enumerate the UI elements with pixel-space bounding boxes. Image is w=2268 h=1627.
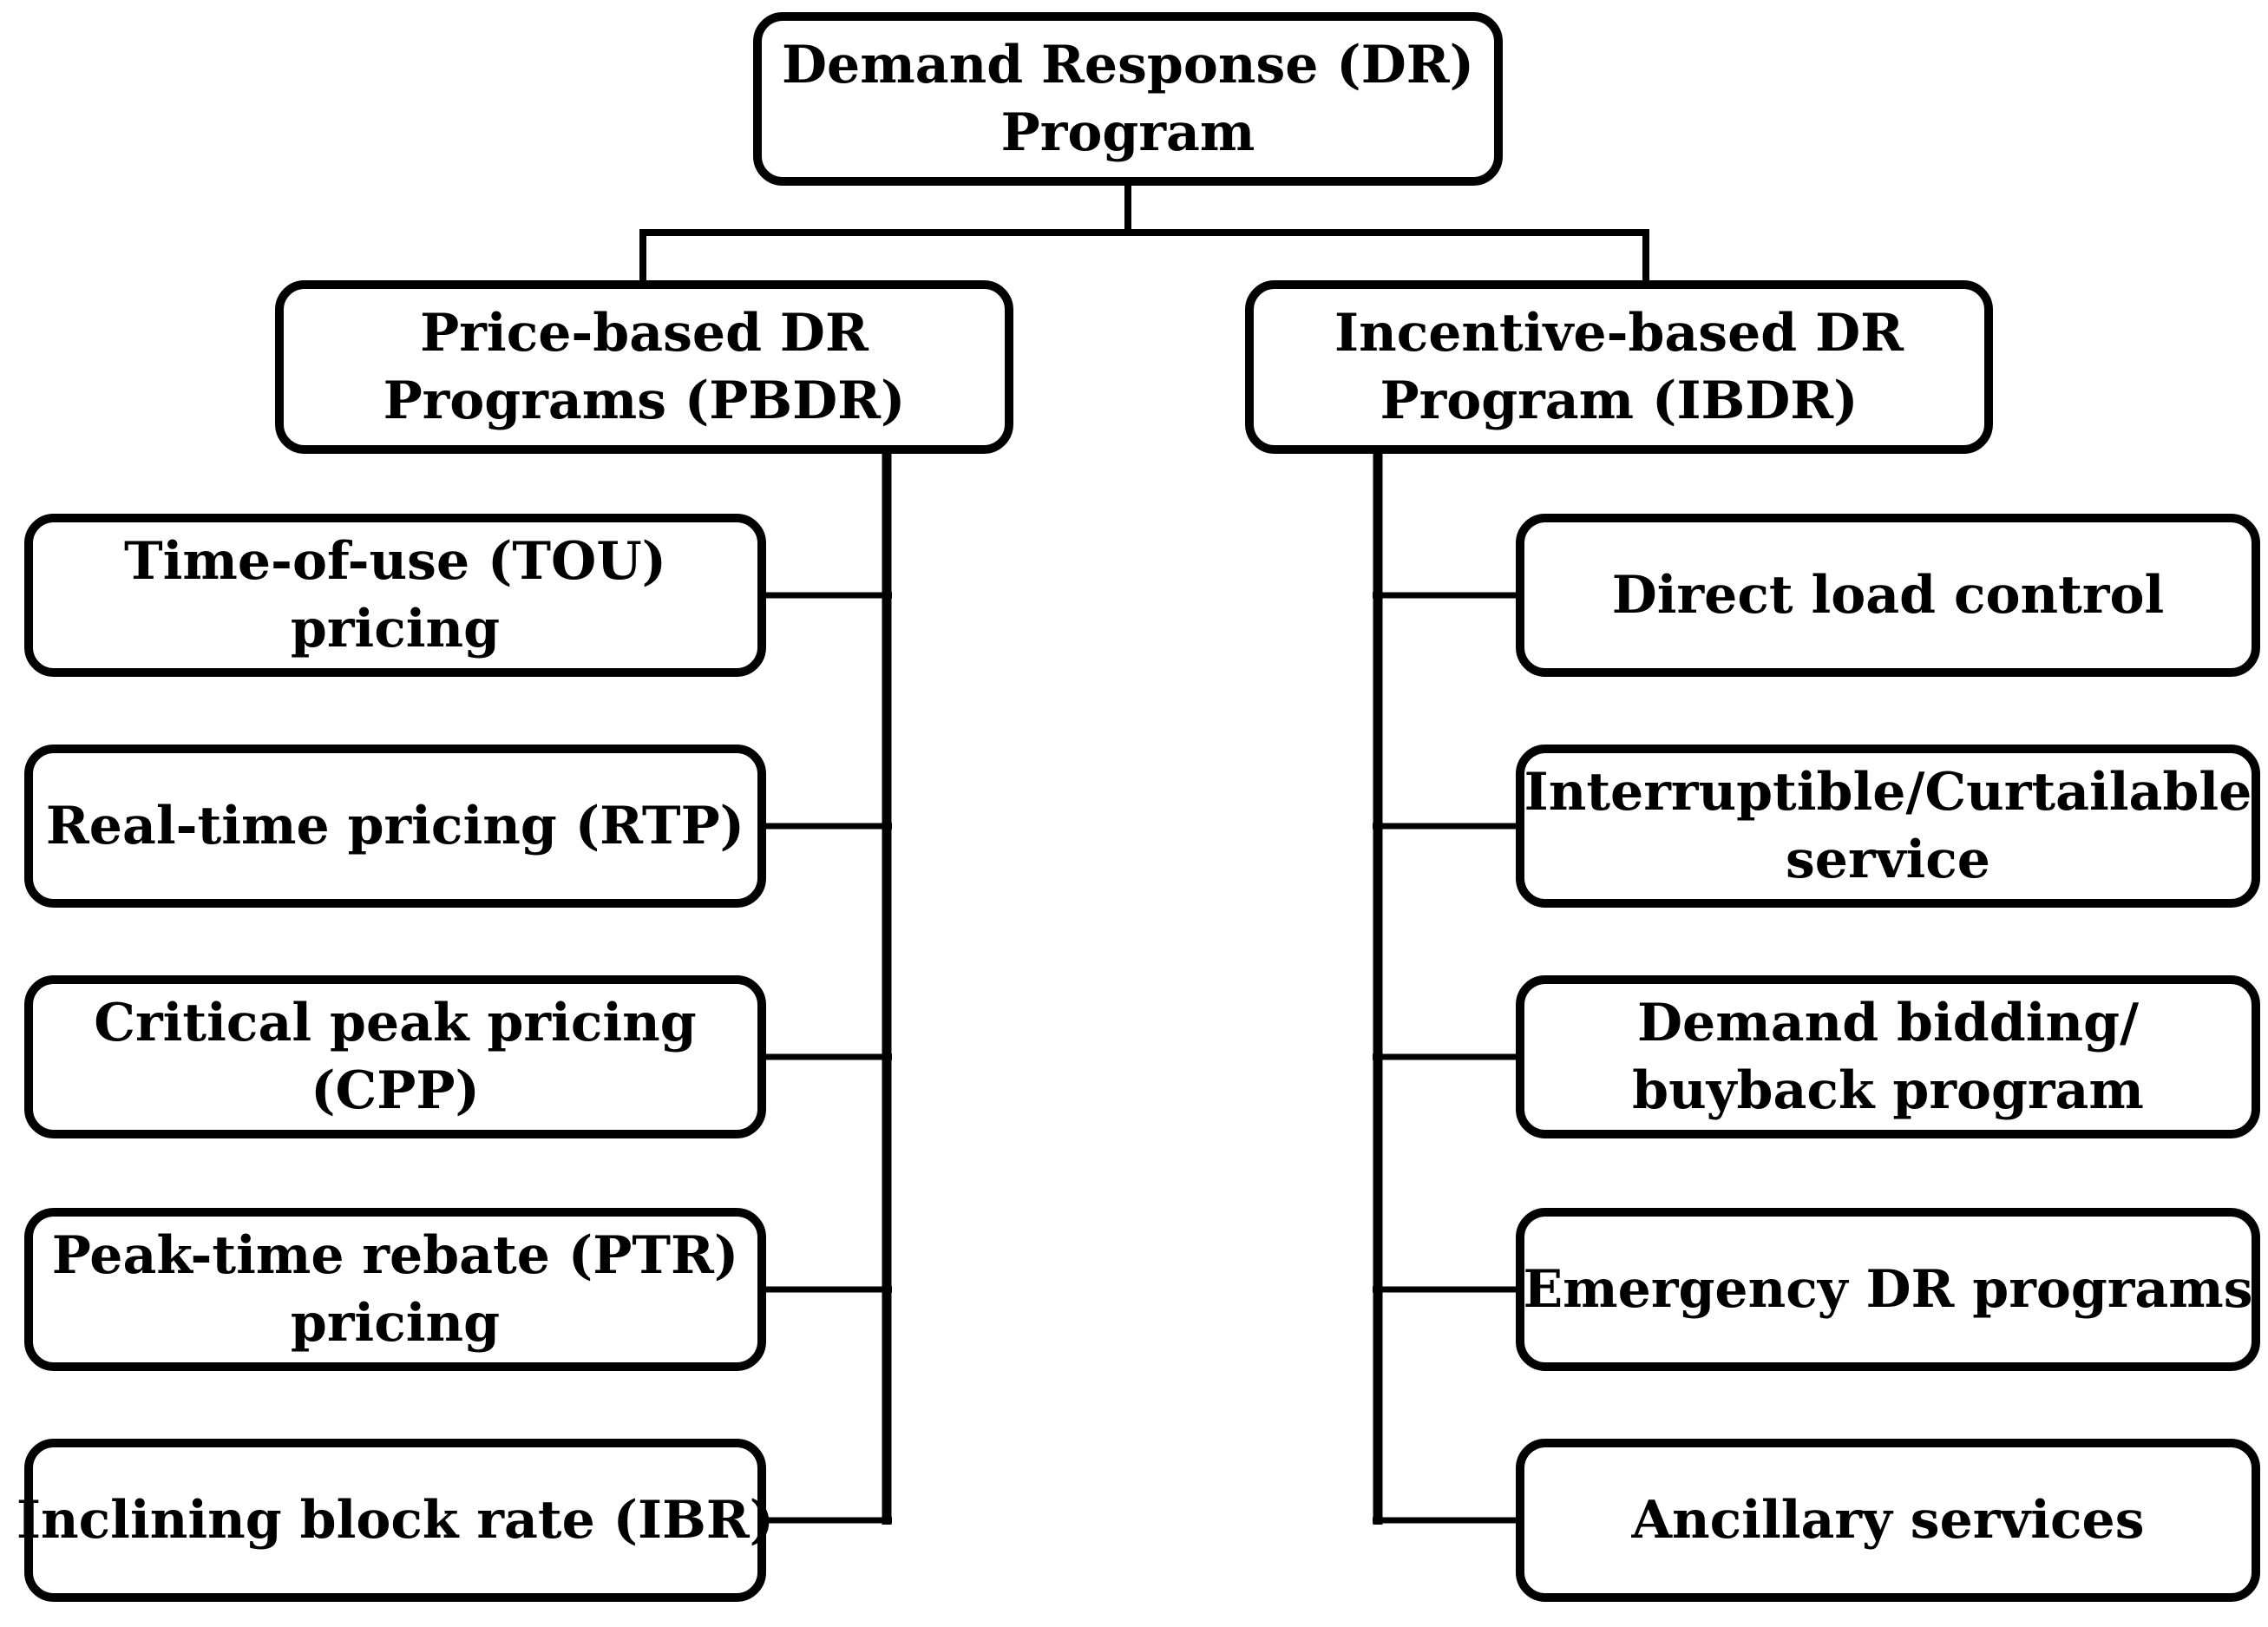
node-direct-load-control: Direct load control [1516,514,2260,677]
node-label-line: Interruptible/Curtailable [1524,762,2252,823]
node-demand-bidding-buyback-program: Demand bidding/ buyback program [1516,975,2260,1138]
node-time-of-use-pricing: Time-of-use (TOU) pricing [24,514,766,677]
node-inclining-block-rate: Inclining block rate (IBR) [16,1439,774,1602]
node-label-line: Emergency DR programs [1523,1259,2253,1320]
node-label-line: Peak-time rebate (PTR) [51,1225,739,1286]
node-label-line: Time-of-use (TOU) [123,531,667,592]
node-label-line: Price-based DR [420,303,869,364]
node-label-line: Critical peak pricing [94,993,697,1053]
node-price-based-dr-programs: Price-based DR Programs (PBDR) [275,280,1013,454]
node-label-line: Real-time pricing (RTP) [45,796,745,856]
node-label-line: buyback program [1632,1060,2144,1121]
node-label-line: pricing [290,1293,501,1354]
node-label-line: Ancillary services [1631,1490,2145,1551]
node-label-line: (CPP) [311,1060,480,1121]
node-interruptible-curtailable-service: Interruptible/Curtailable service [1516,745,2260,908]
node-label-line: Program [1000,102,1255,163]
node-label-line: Demand Response (DR) [782,35,1474,95]
node-label-line: service [1786,830,1990,890]
node-label-line: Demand bidding/ [1637,993,2139,1053]
node-label-line: Direct load control [1611,565,2165,626]
node-ancillary-services: Ancillary services [1516,1439,2260,1602]
node-emergency-dr-programs: Emergency DR programs [1516,1208,2260,1371]
node-label-line: pricing [290,599,501,659]
node-label-line: Program (IBDR) [1380,371,1858,431]
node-label-line: Incentive-based DR [1334,303,1904,364]
node-peak-time-rebate-pricing: Peak-time rebate (PTR) pricing [24,1208,766,1371]
node-demand-response-program: Demand Response (DR) Program [753,12,1503,186]
node-label-line: Inclining block rate (IBR) [16,1490,775,1551]
node-label-line: Programs (PBDR) [383,371,906,431]
node-incentive-based-dr-program: Incentive-based DR Program (IBDR) [1245,280,1993,454]
node-critical-peak-pricing: Critical peak pricing (CPP) [24,975,766,1138]
node-real-time-pricing: Real-time pricing (RTP) [24,745,766,908]
